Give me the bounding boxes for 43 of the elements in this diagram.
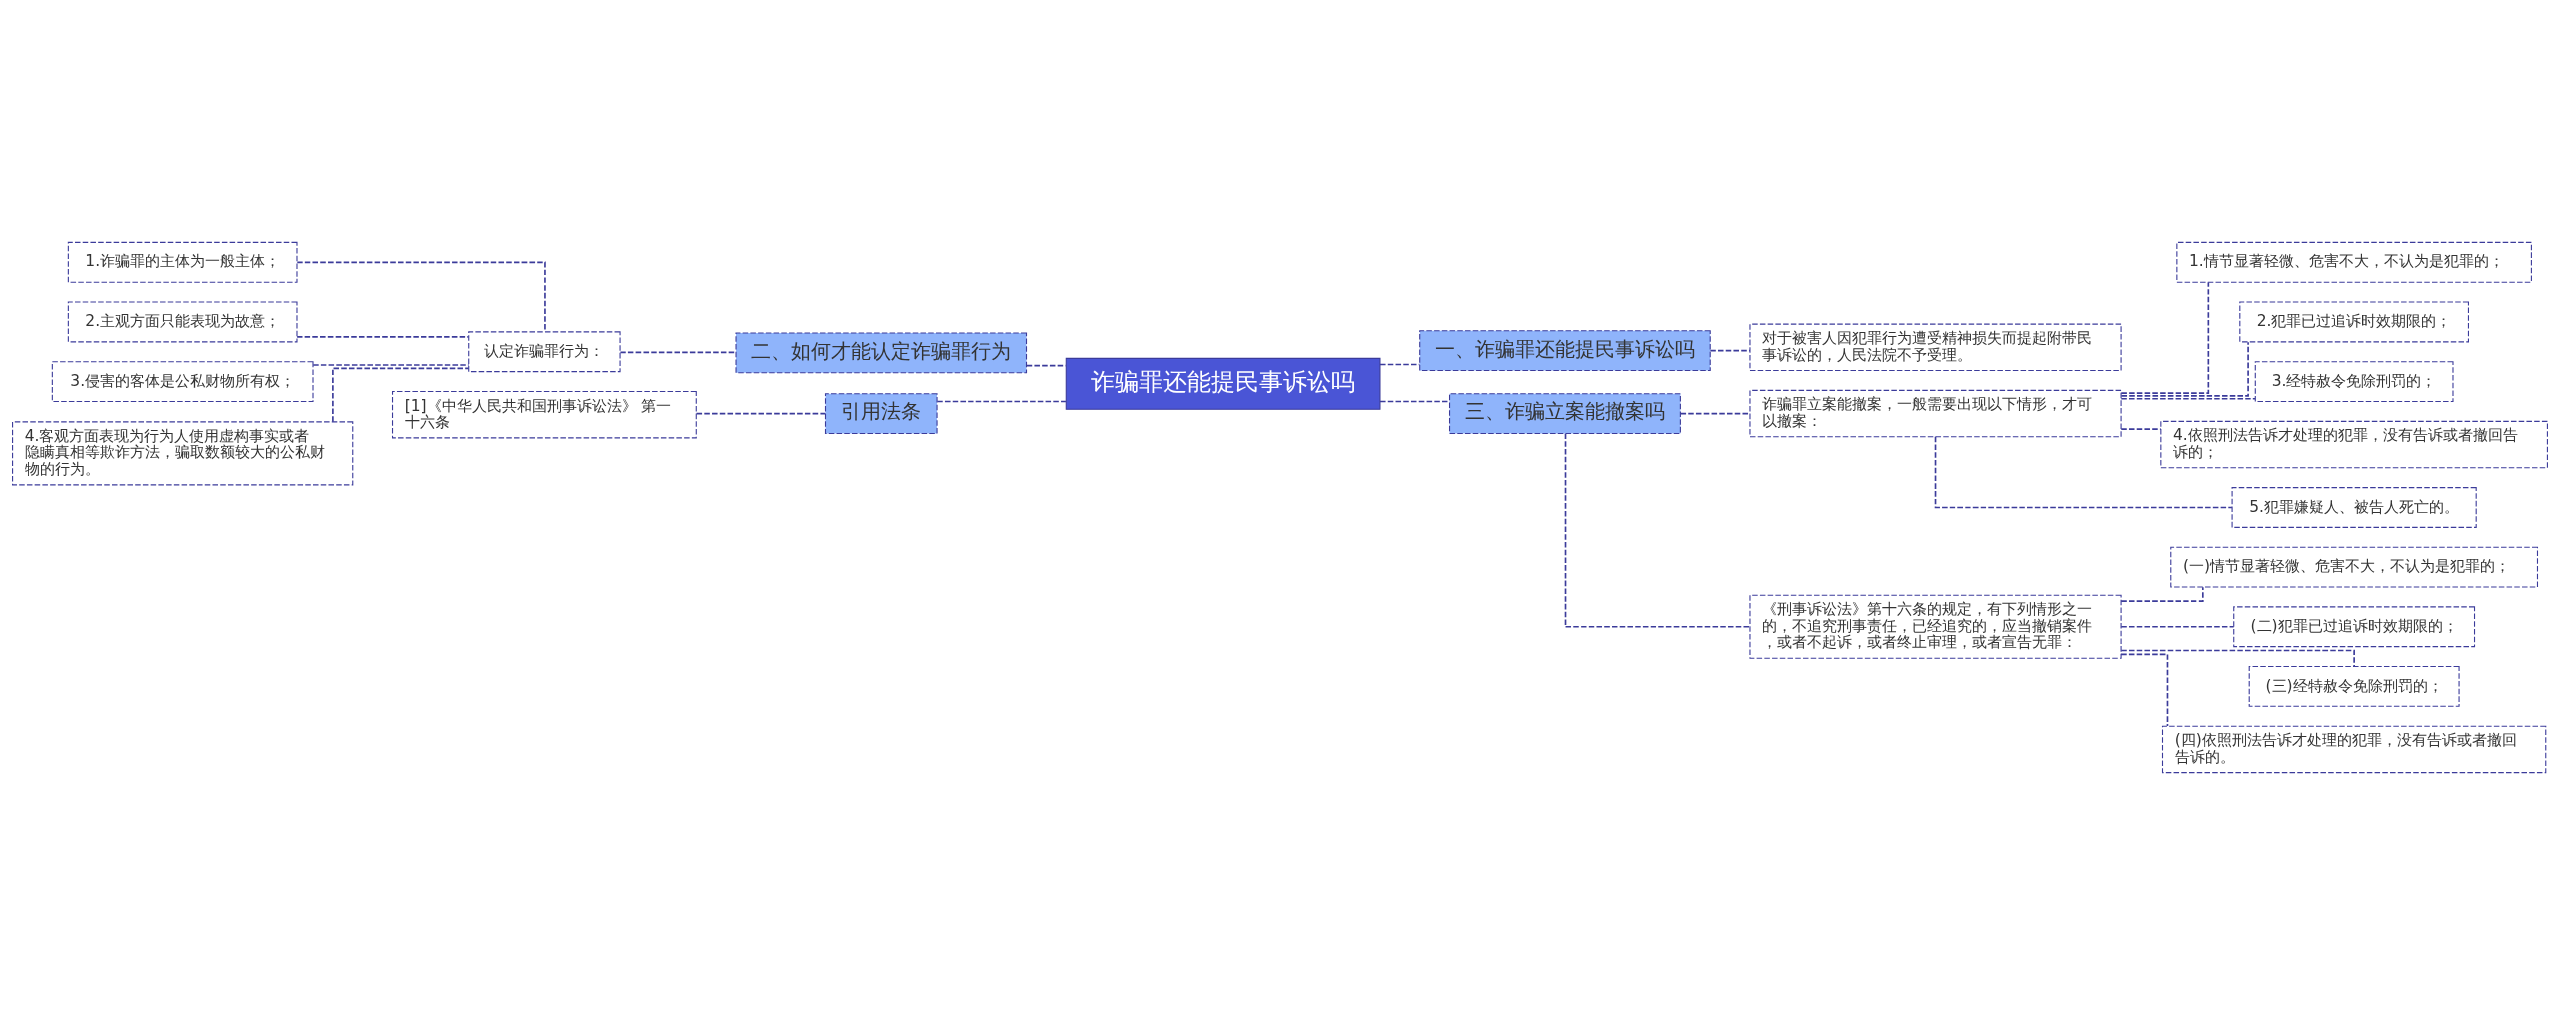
node-box: 一、诈骗罪还能提民事诉讼吗: [1419, 330, 1711, 372]
node-box: 4.客观方面表现为行为人使用虚构事实或者隐瞒真相等欺诈方法，骗取数额较大的公私财物的行为。: [12, 421, 354, 486]
connector: [1679, 412, 1751, 415]
connector: [2120, 625, 2235, 628]
connector: [695, 412, 827, 415]
connector: [1379, 363, 1421, 366]
node-box: 3.经特赦令免除刑罚的；: [2254, 361, 2454, 403]
connector: [1934, 436, 2233, 509]
node-box: 《刑事诉讼法》第十六条的规定，有下列情形之一的，不追究刑事责任，已经追究的，应当撤销案件，或者不起诉，或者终止审理，或者宣告无罪：: [1749, 594, 2122, 659]
connector: [2120, 653, 2169, 727]
node-box: 对于被害人因犯罪行为遭受精神损失而提起附带民事诉讼的，人民法院不予受理。: [1749, 323, 2122, 372]
node-box: 3.侵害的客体是公私财物所有权；: [51, 361, 314, 403]
connector: [2120, 341, 2249, 397]
node-box: (一)情节显著轻微、危害不大，不认为是犯罪的；: [2170, 546, 2539, 588]
node-box: (三)经特赦令免除刑罚的；: [2248, 666, 2460, 707]
connector: [296, 261, 546, 333]
node-box: [1]《中华人民共和国刑事诉讼法》 第一十六条: [391, 390, 697, 439]
node-box: 1.诈骗罪的主体为一般主体；: [67, 241, 298, 283]
node-box: 1.情节显著轻微、危害不大，不认为是犯罪的；: [2176, 241, 2532, 283]
node-box: 二、如何才能认定诈骗罪行为: [735, 332, 1028, 374]
node-box: 三、诈骗立案能撤案吗: [1449, 393, 1681, 435]
node-box: 2.主观方面只能表现为故意；: [67, 301, 298, 343]
connector: [1025, 364, 1067, 367]
node-box: (二)犯罪已过追诉时效期限的；: [2233, 606, 2476, 648]
node-box: (四)依照刑法告诉才处理的犯罪，没有告诉或者撤回告诉的。: [2161, 725, 2547, 774]
node-box: 2.犯罪已过追诉时效期限的；: [2239, 301, 2469, 343]
connector: [2120, 586, 2204, 602]
connector: [332, 367, 470, 423]
connector: [312, 364, 470, 366]
node-box: 诈骗罪还能提民事诉讼吗: [1065, 357, 1381, 410]
node-box: 5.犯罪嫌疑人、被告人死亡的。: [2231, 487, 2477, 528]
connector: [936, 400, 1067, 403]
node-box: 认定诈骗罪行为：: [468, 331, 621, 373]
connector: [2120, 428, 2162, 430]
connector: [2120, 281, 2210, 394]
connector: [1564, 432, 1751, 628]
connector: [619, 351, 737, 354]
connector: [296, 336, 470, 338]
node-box: 诈骗罪立案能撤案，一般需要出现以下情形，才可以撤案：: [1749, 389, 2122, 438]
node-box: 引用法条: [824, 393, 938, 435]
connector: [2120, 397, 2256, 400]
connector: [1709, 349, 1751, 352]
node-box: 4.依照刑法告诉才处理的犯罪，没有告诉或者撤回告诉的；: [2160, 420, 2548, 469]
